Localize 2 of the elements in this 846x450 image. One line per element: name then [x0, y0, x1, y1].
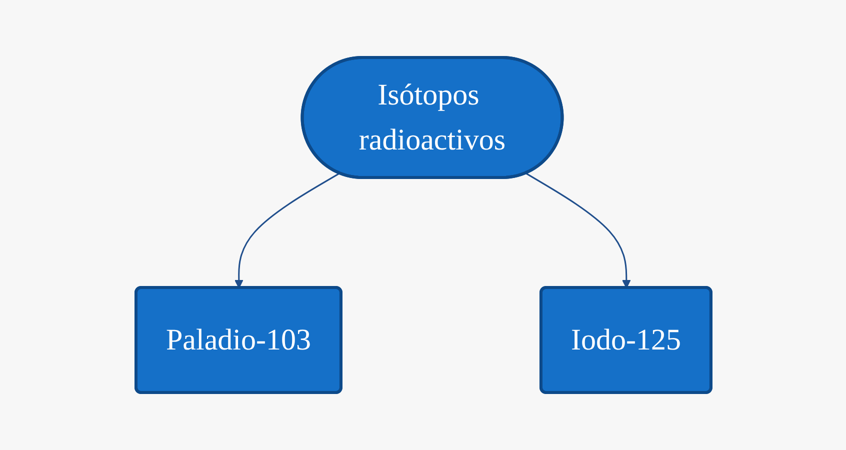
arrow — [234, 172, 340, 288]
arrow — [525, 172, 630, 288]
